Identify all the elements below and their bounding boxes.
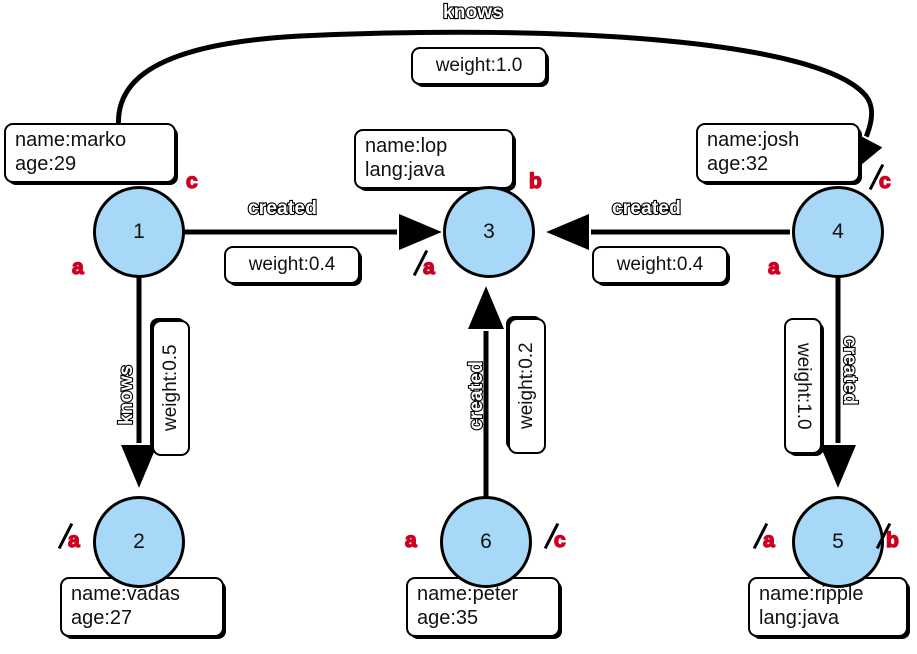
annotation-node4-a: a — [767, 255, 780, 280]
annotation-text: c — [185, 169, 198, 193]
prop-box-josh: name:josh age:32 — [696, 123, 860, 184]
prop-line: name:peter — [417, 583, 519, 605]
annotation-text: a — [404, 528, 417, 552]
annotation-node5-b: b — [875, 522, 900, 553]
weight-box-created-4-3: weight:0.4 — [592, 246, 728, 284]
graph-node-2[interactable]: 2 — [93, 496, 185, 588]
edge-label-knows-1-2: knows — [115, 364, 138, 426]
node-label: 3 — [483, 220, 495, 243]
annotation-text: c — [553, 528, 566, 552]
prop-box-marko: name:marko age:29 — [4, 123, 176, 184]
prop-line: name:marko — [15, 129, 127, 151]
prop-box-lop: name:lop lang:java — [354, 129, 514, 190]
weight-box-knows-1-2: weight:0.5 — [152, 320, 190, 456]
annotation-node2-a: a — [57, 522, 80, 553]
graph-node-6[interactable]: 6 — [440, 496, 532, 588]
annotation-node3-a: a — [412, 249, 435, 280]
annotation-text: a — [67, 528, 80, 552]
annotation-node5-a: a — [752, 522, 775, 553]
graph-node-1[interactable]: 1 — [93, 186, 185, 278]
prop-line: age:27 — [71, 606, 133, 629]
edge-label-created-4-3: created — [611, 197, 682, 220]
edge-label-knows-1-4: knows — [442, 1, 504, 24]
prop-line: age:32 — [707, 152, 769, 175]
prop-line: name:lop — [365, 135, 448, 157]
annotation-text: a — [762, 528, 775, 552]
weight-box-created-6-3: weight:0.2 — [508, 318, 546, 454]
weight-box-knows-1-4: weight:1.0 — [411, 47, 547, 85]
weight-box-created-1-3: weight:0.4 — [224, 246, 360, 284]
prop-line: name:josh — [707, 129, 800, 151]
annotation-node6-c: c — [543, 522, 566, 553]
annotation-node6-a: a — [404, 528, 417, 553]
annotation-node1-a: a — [71, 255, 84, 280]
annotation-text: a — [422, 255, 435, 279]
annotation-node1-c: c — [185, 169, 198, 194]
node-label: 4 — [832, 220, 844, 243]
prop-line: lang:java — [759, 606, 840, 629]
annotation-text: a — [71, 255, 84, 279]
node-label: 5 — [832, 530, 844, 553]
weight-box-created-4-5: weight:1.0 — [784, 318, 822, 454]
prop-line: age:35 — [417, 606, 479, 629]
node-label: 6 — [480, 530, 492, 553]
annotation-text: a — [767, 255, 780, 279]
annotation-text: c — [878, 169, 891, 193]
edge-label-created-4-5: created — [838, 335, 861, 406]
prop-line: name:ripple — [759, 583, 864, 605]
annotation-text: b — [528, 169, 542, 193]
annotation-node3-b: b — [528, 169, 542, 194]
edge-label-created-1-3: created — [247, 197, 318, 220]
annotation-node4-c: c — [868, 163, 891, 194]
prop-box-vadas: name:vadas age:27 — [60, 577, 224, 638]
node-label: 2 — [133, 530, 145, 553]
graph-node-3[interactable]: 3 — [443, 186, 535, 278]
edge-label-created-6-3: created — [465, 360, 488, 431]
prop-line: age:29 — [15, 152, 77, 175]
graph-node-5[interactable]: 5 — [792, 496, 884, 588]
annotation-text: b — [885, 528, 899, 552]
node-label: 1 — [133, 220, 145, 243]
graph-node-4[interactable]: 4 — [792, 186, 884, 278]
prop-line: name:vadas — [71, 583, 180, 605]
prop-line: lang:java — [365, 158, 446, 181]
